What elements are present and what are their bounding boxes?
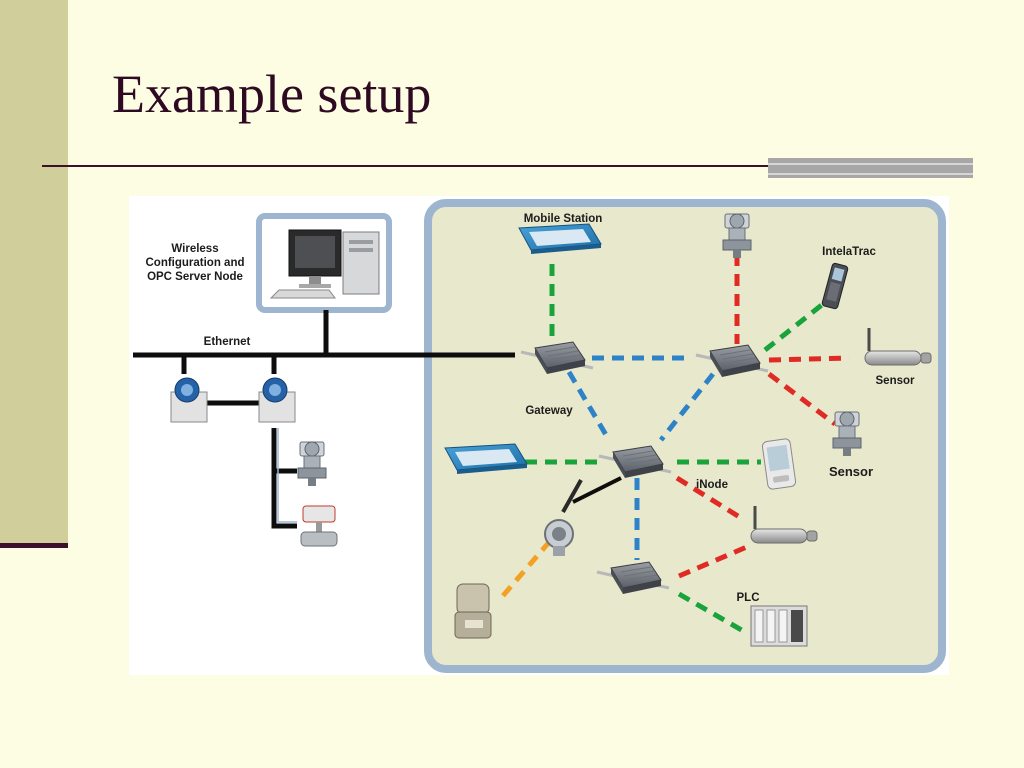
- wired-highlight: [277, 428, 297, 523]
- side-bar: [0, 0, 68, 548]
- field-device-icon: [454, 583, 492, 639]
- computer-icon: [269, 229, 380, 299]
- intelatrac-icon: [821, 262, 849, 310]
- pressure-transmitter-icon: [297, 441, 327, 487]
- plc-icon: [750, 605, 808, 647]
- wireless-links: [499, 254, 850, 635]
- label-intelatrac: IntelaTrac: [822, 246, 876, 258]
- control-valve-icon: [300, 505, 338, 547]
- link-router4-sensor3: [678, 543, 750, 579]
- title-rule-accent: [768, 158, 973, 178]
- link-router2-inode: [659, 372, 715, 442]
- side-bar-accent: [0, 543, 68, 548]
- link-router4-plc: [677, 591, 747, 635]
- network-diagram: Wireless Configuration and OPC Server No…: [129, 196, 949, 675]
- link-router2-sensor2: [767, 372, 837, 426]
- label-sensor-right: Sensor: [876, 375, 916, 387]
- link-gateway-inode: [566, 370, 612, 442]
- wireless-adapter-icon: [544, 479, 583, 556]
- label-config-node-3: OPC Server Node: [147, 271, 243, 283]
- label-mobile-station: Mobile Station: [524, 213, 603, 225]
- label-config-node-2: Configuration and: [145, 257, 244, 269]
- adapter-wire: [572, 476, 622, 504]
- wired-transmitter-icon-b: [258, 377, 296, 423]
- link-inode-sensor3: [675, 475, 743, 521]
- slide-title: Example setup: [112, 64, 432, 124]
- title-rule: [42, 165, 972, 167]
- link-router2-sensor: [768, 355, 850, 363]
- network-diagram-svg: Wireless Configuration and OPC Server No…: [133, 199, 946, 673]
- label-plc: PLC: [737, 592, 760, 604]
- link-router2-intelatrac: [763, 302, 825, 352]
- link-adapter-device: [499, 524, 565, 600]
- label-sensor-transmitter: Sensor: [829, 464, 873, 479]
- label-config-node-1: Wireless: [171, 243, 218, 255]
- label-ethernet: Ethernet: [204, 336, 251, 348]
- label-inode: iNode: [696, 479, 728, 491]
- wired-field-link: [271, 428, 297, 529]
- diagram-labels: Wireless Configuration and OPC Server No…: [145, 213, 915, 604]
- wired-transmitter-icon-a: [170, 377, 208, 423]
- pda-icon: [761, 438, 797, 490]
- label-gateway: Gateway: [525, 405, 573, 417]
